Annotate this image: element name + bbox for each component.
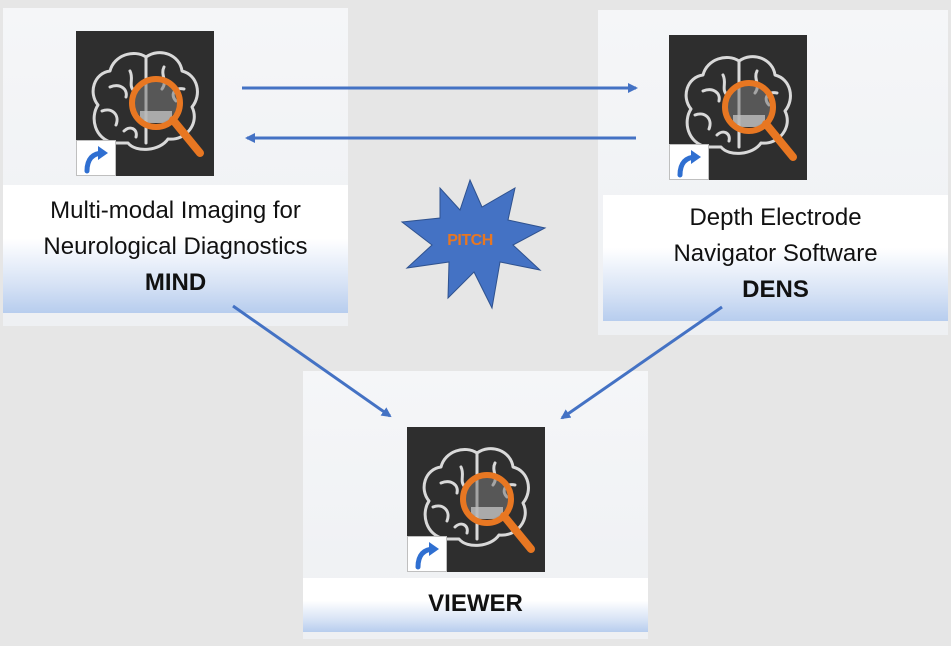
shortcut-badge [669,144,709,180]
arrow-mind-to-viewer [232,304,392,418]
shortcut-badge [76,140,116,176]
viewer-acronym: VIEWER [428,590,523,617]
dens-app-icon[interactable] [669,35,807,180]
dens-acronym: DENS [742,276,809,303]
dens-label-line-1: Depth Electrode [689,204,862,231]
dens-label-line-2: Navigator Software [673,240,878,267]
arrow-dens-to-viewer [560,305,723,420]
dens-label: Depth Electrode Navigator Software DENS [603,195,948,321]
mind-acronym: MIND [144,269,207,296]
pitch-label: PITCH [447,232,493,249]
mind-label-line-1: Multi-modal Imaging for [50,197,301,224]
viewer-app-icon[interactable] [407,427,545,572]
mind-label: Multi-modal Imaging for Neurological Dia… [3,185,348,313]
mind-app-icon[interactable] [76,31,214,176]
viewer-label: VIEWER [303,578,648,632]
mind-label-line-2: Neurological Diagnostics [43,233,308,260]
shortcut-badge [407,536,447,572]
pitch-starburst [400,178,547,310]
